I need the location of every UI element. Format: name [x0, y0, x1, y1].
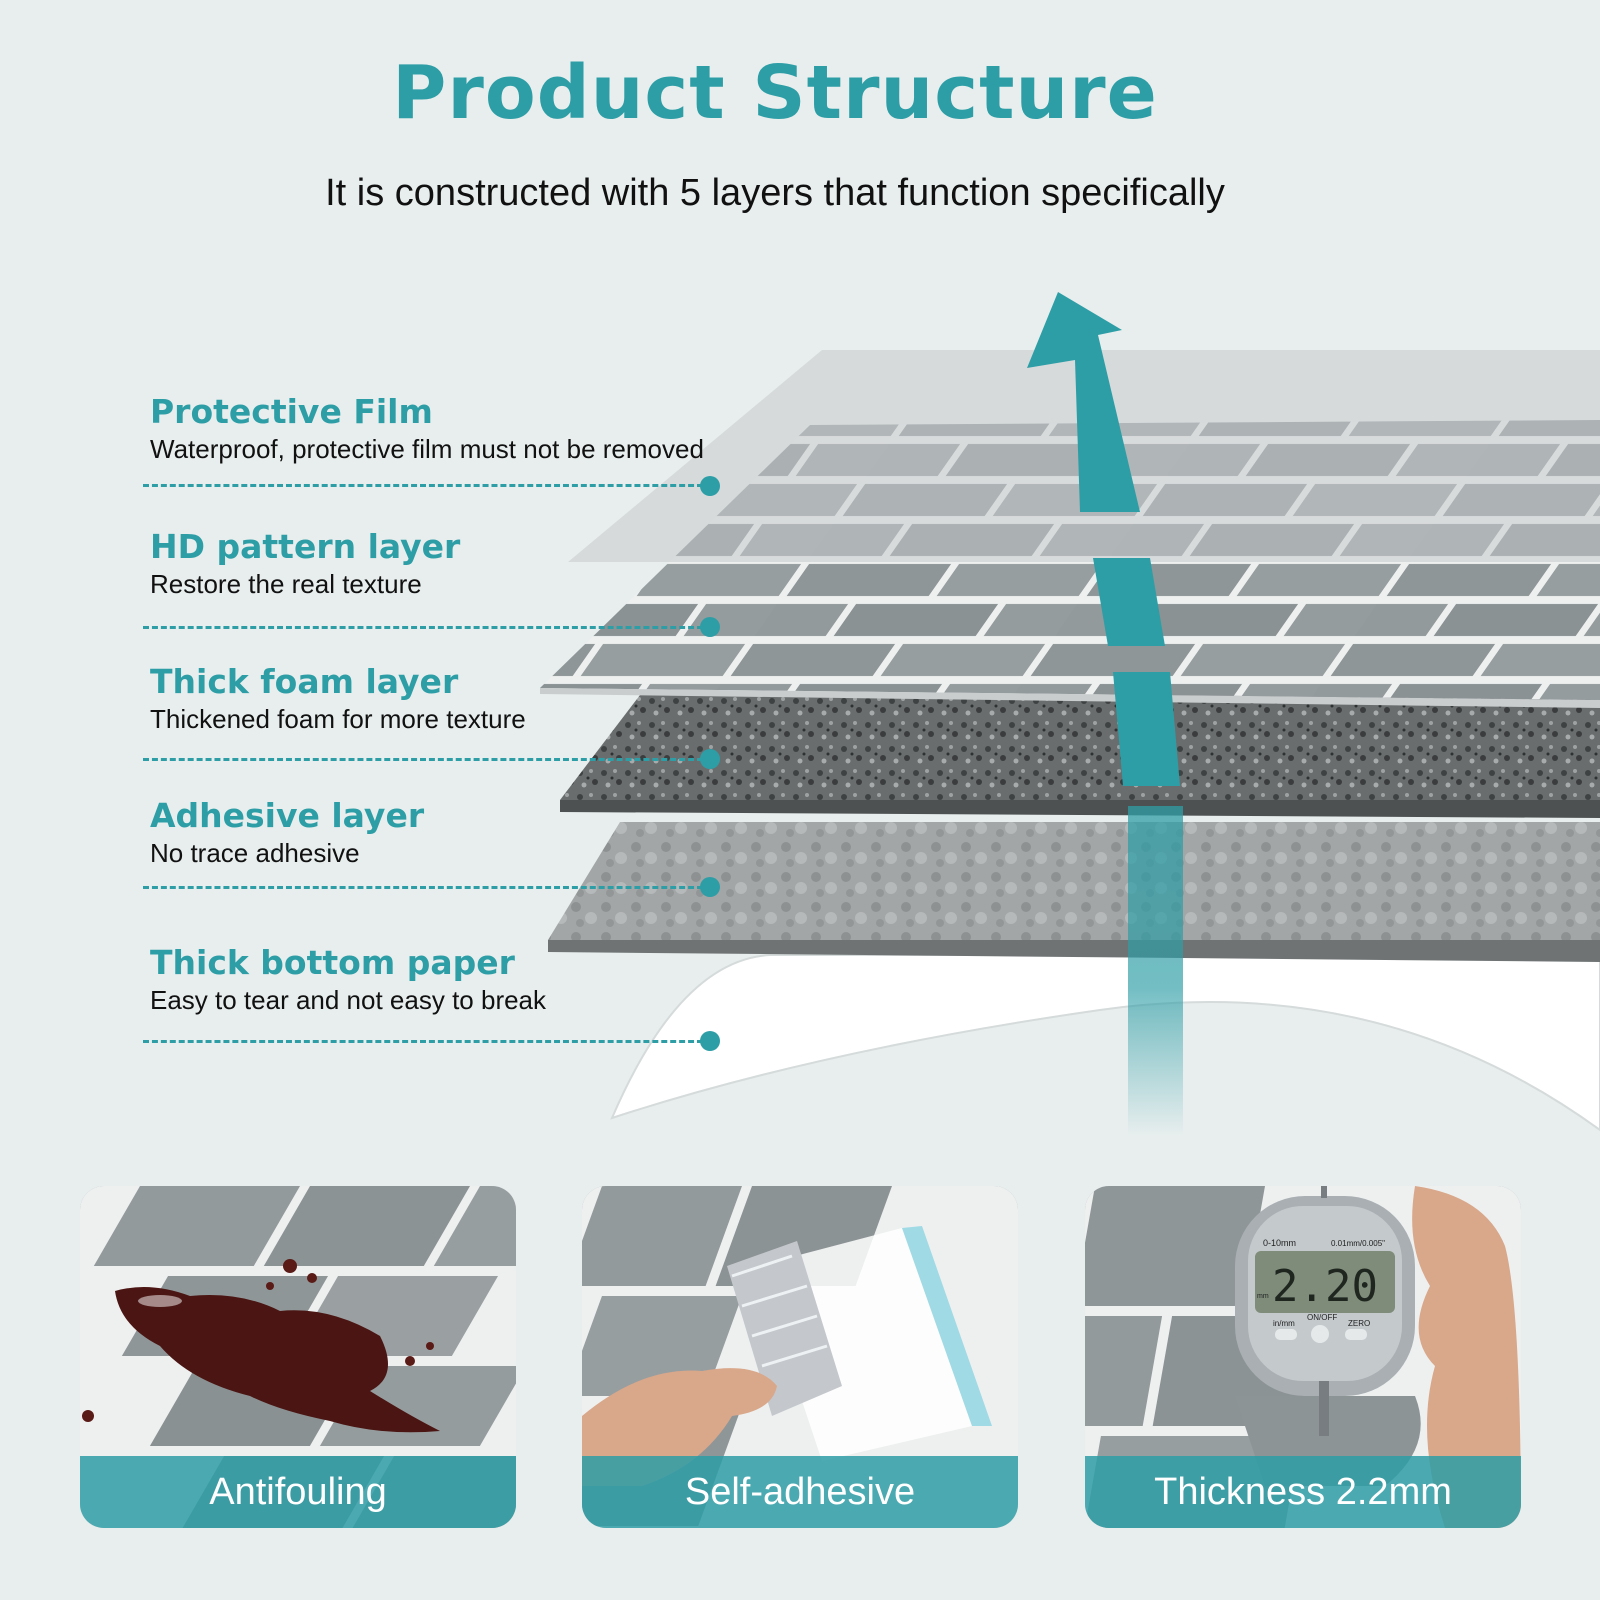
- adhesive-layer: [548, 822, 1600, 940]
- feature-card-self-adhesive: Self-adhesive: [582, 1186, 1018, 1528]
- gauge-unit-button: [1275, 1329, 1297, 1340]
- up-arrow: [1027, 292, 1140, 512]
- page-title: Product Structure: [392, 50, 1158, 136]
- foam-layer: [560, 695, 1600, 800]
- gauge-screen: [1255, 1251, 1395, 1313]
- feature-label: Thickness 2.2mm: [1085, 1456, 1521, 1528]
- layer-name: Adhesive layer: [150, 796, 425, 835]
- leader-line: [143, 1040, 703, 1043]
- leader-dot: [700, 749, 720, 769]
- gauge-unit: mm: [1257, 1293, 1269, 1300]
- layer-name: Thick foam layer: [150, 662, 459, 701]
- foil-backing: [727, 1241, 842, 1416]
- gauge-btn-unit-label: in/mm: [1273, 1319, 1295, 1328]
- layer-label-thick-foam: Thick foam layer Thickened foam for more…: [150, 662, 526, 736]
- layer-name: HD pattern layer: [150, 527, 461, 566]
- layer-name: Thick bottom paper: [150, 943, 515, 982]
- layer-label-bottom-paper: Thick bottom paper Easy to tear and not …: [150, 943, 546, 1017]
- gauge-spindle: [1319, 1381, 1329, 1436]
- feature-card-thickness: 2.20 0-10mm 0.01mm/0.005" mm in/mm ON/OF…: [1085, 1186, 1521, 1528]
- gauge-resolution: 0.01mm/0.005": [1331, 1239, 1385, 1248]
- leader-line: [143, 626, 703, 629]
- layer-label-hd-pattern: HD pattern layer Restore the real textur…: [150, 527, 460, 601]
- feature-card-antifouling: Antifouling: [80, 1186, 516, 1528]
- gauge-range: 0-10mm: [1263, 1238, 1296, 1248]
- layer-description: Easy to tear and not easy to break: [150, 985, 547, 1015]
- gauge-zero-button: [1345, 1329, 1367, 1340]
- leader-dot: [700, 877, 720, 897]
- leader-dot: [700, 617, 720, 637]
- feature-label: Antifouling: [80, 1456, 516, 1528]
- layer-description: Thickened foam for more texture: [150, 704, 526, 734]
- layer-label-adhesive: Adhesive layer No trace adhesive: [150, 796, 424, 870]
- leader-line: [143, 758, 703, 761]
- layer-description: No trace adhesive: [150, 838, 360, 868]
- layer-name: Protective Film: [150, 392, 433, 431]
- leader-dot: [700, 1031, 720, 1051]
- gauge-btn-zero-label: ZERO: [1348, 1319, 1370, 1328]
- gauge-power-button: [1311, 1325, 1329, 1343]
- bottom-paper-layer: [610, 954, 1600, 1132]
- leader-line: [143, 484, 703, 487]
- hand: [1412, 1186, 1521, 1528]
- page-subtitle: It is constructed with 5 layers that fun…: [325, 172, 1225, 214]
- leader-dot: [700, 476, 720, 496]
- layer-stack-illustration: [540, 292, 1600, 1136]
- feature-label: Self-adhesive: [582, 1456, 1018, 1528]
- gauge-btn-power-label: ON/OFF: [1307, 1313, 1337, 1322]
- layer-label-protective-film: Protective Film Waterproof, protective f…: [150, 392, 704, 466]
- leader-line: [143, 886, 703, 889]
- gauge-reading: 2.20: [1272, 1261, 1378, 1312]
- layer-description: Waterproof, protective film must not be …: [150, 434, 704, 464]
- spill-stain: [115, 1287, 440, 1433]
- layer-description: Restore the real texture: [150, 569, 422, 599]
